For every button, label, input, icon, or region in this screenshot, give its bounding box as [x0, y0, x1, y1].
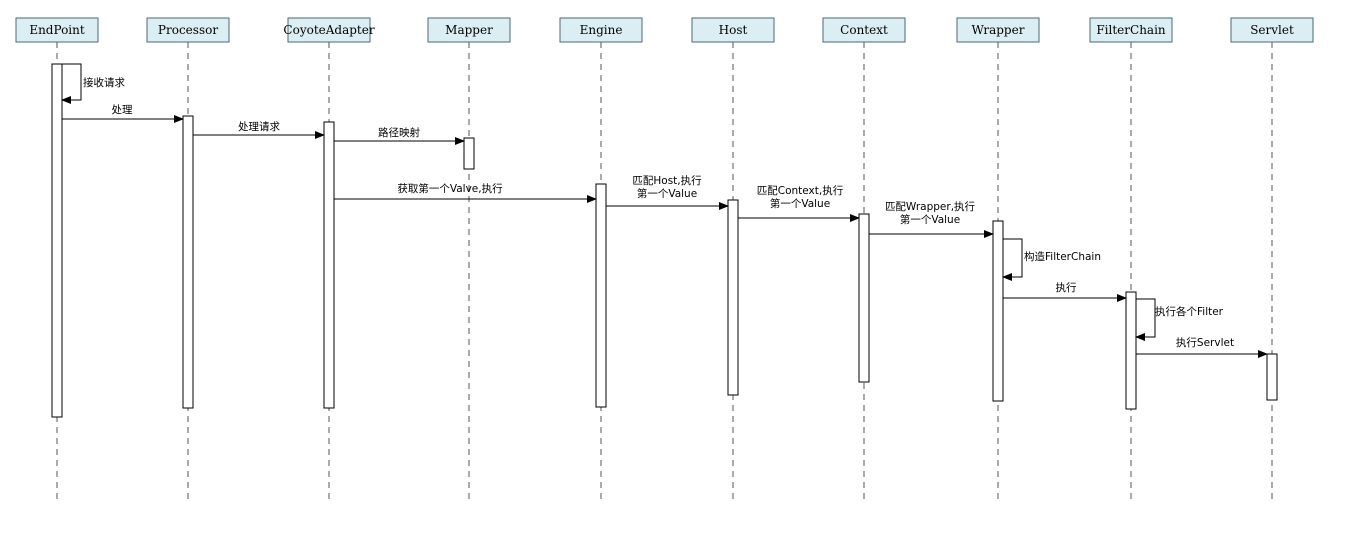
participant-host: Host [691, 17, 775, 43]
message-label: 匹配Context,执行 [757, 184, 844, 197]
participant-box [146, 17, 230, 43]
participant-label: Engine [580, 23, 623, 37]
participant-label: CoyoteAdapter [283, 23, 374, 37]
activation-bar-engine [595, 183, 607, 408]
participant-box [691, 17, 775, 43]
message-label: 路径映射 [378, 126, 420, 139]
message-label: 第一个Value [900, 213, 960, 226]
participant-box [1230, 17, 1314, 43]
participant-box [1089, 17, 1173, 43]
activation-bar-host [727, 199, 739, 396]
message-3: 处理请求 [193, 120, 325, 139]
activation-bar-coyoteadapter [323, 121, 335, 409]
message-label: 执行Servlet [1176, 336, 1234, 349]
message-2: 处理 [62, 104, 184, 123]
self-call-arrow [1135, 298, 1156, 341]
participant-label: Mapper [445, 23, 493, 37]
participant-coyoteadapter: CoyoteAdapter [283, 17, 375, 43]
participant-box [956, 17, 1040, 43]
message-label: 获取第一个Valve,执行 [397, 182, 503, 195]
activation-bar-servlet [1266, 353, 1278, 401]
message-label: 处理 [112, 104, 133, 116]
participant-endpoint: EndPoint [15, 17, 99, 43]
message-12: 执行Servlet [1136, 336, 1268, 358]
participant-label: Context [840, 23, 888, 37]
message-label: 执行各个Filter [1155, 305, 1224, 318]
participant-box [287, 17, 371, 43]
message-label: 接收请求 [83, 76, 125, 89]
activation-bar-processor [182, 115, 194, 409]
participant-engine: Engine [559, 17, 643, 43]
activation-bar-endpoint [51, 63, 63, 418]
message-label: 匹配Host,执行 [632, 174, 702, 187]
participant-filterchain: FilterChain [1089, 17, 1173, 43]
self-call-arrow [1002, 238, 1023, 281]
activation-bar-mapper [463, 137, 475, 170]
message-label: 匹配Wrapper,执行 [885, 200, 976, 213]
message-10: 执行 [1003, 281, 1127, 302]
participant-label: FilterChain [1096, 23, 1166, 37]
message-label: 处理请求 [238, 120, 280, 133]
participant-wrapper: Wrapper [956, 17, 1040, 43]
activation-bar-filterchain [1125, 291, 1137, 410]
message-5: 获取第一个Valve,执行 [334, 182, 597, 203]
activation-bar-wrapper [992, 220, 1004, 402]
participant-context: Context [822, 17, 906, 43]
message-4: 路径映射 [334, 126, 465, 145]
message-label: 构造FilterChain [1024, 250, 1101, 263]
message-9: 构造FilterChain [1002, 238, 1101, 281]
self-call-arrow [61, 63, 82, 104]
participant-box [822, 17, 906, 43]
message-label: 第一个Value [770, 197, 830, 210]
participant-label: Host [719, 23, 748, 37]
message-1: 接收请求 [61, 63, 125, 104]
message-label: 第一个Value [637, 187, 697, 200]
participant-servlet: Servlet [1230, 17, 1314, 43]
message-11: 执行各个Filter [1135, 298, 1224, 341]
participant-processor: Processor [146, 17, 230, 43]
participant-label: EndPoint [29, 23, 85, 37]
participant-box [15, 17, 99, 43]
participant-box [559, 17, 643, 43]
participant-label: Processor [158, 23, 218, 37]
participant-mapper: Mapper [427, 17, 511, 43]
participant-label: Servlet [1250, 23, 1294, 37]
participant-label: Wrapper [972, 23, 1025, 37]
participant-box [427, 17, 511, 43]
activation-bar-context [858, 213, 870, 383]
message-label: 执行 [1056, 281, 1078, 294]
